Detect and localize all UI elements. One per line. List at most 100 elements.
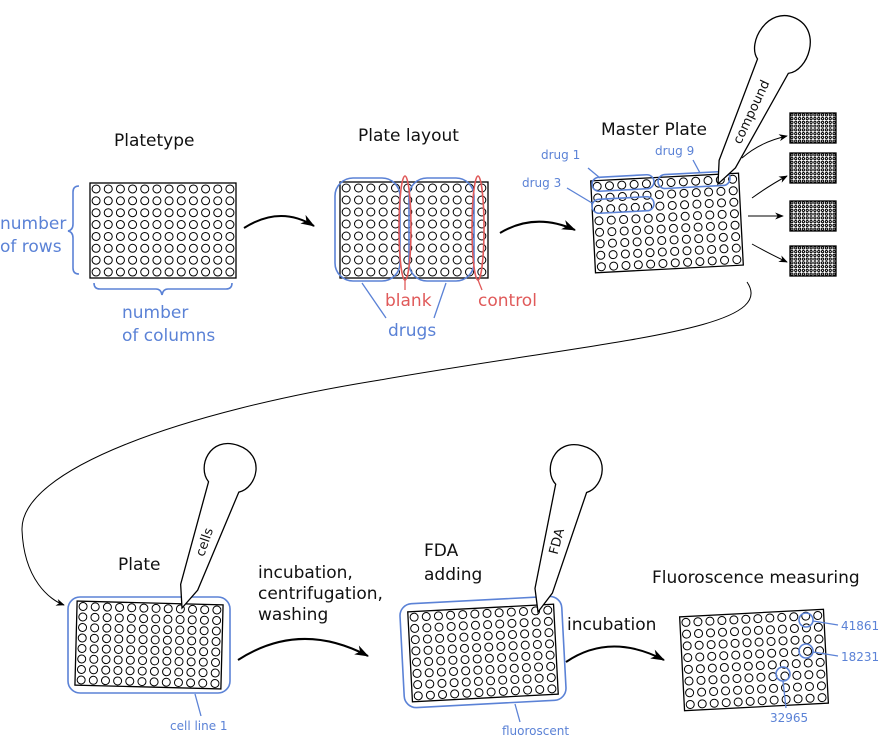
well	[794, 179, 798, 183]
well	[832, 179, 836, 183]
flow-arrow-1	[243, 214, 315, 229]
well	[410, 635, 420, 645]
well	[797, 272, 802, 276]
well	[790, 175, 794, 179]
well	[90, 623, 100, 633]
well	[77, 654, 87, 664]
well	[817, 113, 821, 117]
well	[832, 272, 836, 276]
well	[828, 216, 832, 220]
well	[824, 227, 829, 231]
well	[607, 238, 617, 248]
well	[696, 675, 706, 685]
well	[828, 132, 832, 136]
well	[813, 208, 817, 212]
well	[486, 687, 496, 697]
well	[745, 685, 755, 695]
well	[797, 168, 802, 172]
well	[655, 201, 665, 211]
cell-line-leader	[194, 693, 202, 717]
well	[201, 243, 211, 253]
well	[188, 220, 198, 230]
well	[817, 175, 821, 179]
well	[809, 124, 813, 128]
split-arrow-2	[751, 175, 788, 199]
well	[472, 654, 482, 664]
well	[813, 201, 817, 205]
well	[186, 646, 196, 656]
well	[149, 666, 159, 676]
well	[820, 265, 825, 269]
well	[824, 132, 829, 136]
well	[113, 676, 123, 686]
well	[790, 257, 794, 261]
well	[797, 124, 802, 128]
well	[521, 663, 531, 673]
well	[428, 219, 437, 229]
well	[210, 668, 220, 678]
well	[805, 220, 809, 224]
well	[128, 196, 138, 206]
well	[743, 661, 753, 671]
step-wash-line3: washing	[258, 605, 328, 625]
well	[832, 227, 836, 231]
well	[824, 120, 829, 124]
well	[817, 168, 821, 172]
well	[805, 113, 809, 117]
well	[805, 268, 809, 272]
well	[138, 624, 148, 634]
well	[644, 225, 654, 235]
well	[805, 179, 809, 183]
well	[152, 184, 162, 194]
well	[790, 205, 794, 209]
well	[366, 243, 376, 253]
well	[794, 227, 798, 231]
well	[828, 212, 832, 216]
well	[680, 200, 690, 210]
well	[91, 243, 101, 253]
cells-pipette: cells	[179, 442, 257, 610]
well	[162, 635, 172, 645]
well	[805, 208, 809, 212]
well	[694, 640, 704, 650]
well	[437, 678, 447, 688]
well	[791, 659, 801, 669]
well	[817, 128, 821, 132]
well	[544, 628, 554, 638]
well	[790, 124, 794, 128]
well	[413, 680, 423, 690]
well	[200, 605, 210, 615]
well	[745, 696, 755, 706]
well	[801, 135, 806, 139]
plate-fluorescence	[678, 608, 830, 712]
well	[128, 208, 138, 218]
well	[828, 257, 832, 261]
well	[797, 201, 802, 205]
well	[378, 183, 388, 193]
well	[817, 265, 821, 269]
well	[797, 132, 802, 136]
well	[817, 135, 821, 139]
well	[769, 695, 779, 705]
well	[757, 684, 767, 694]
well	[794, 117, 798, 121]
cells-outline	[67, 596, 231, 694]
well	[717, 209, 727, 219]
well	[809, 272, 813, 276]
well	[679, 188, 689, 198]
well	[797, 179, 802, 183]
well	[805, 253, 809, 257]
well	[448, 655, 458, 665]
well	[521, 651, 531, 661]
well	[817, 132, 821, 136]
well	[459, 632, 469, 642]
well	[790, 172, 794, 176]
well	[461, 666, 471, 676]
well	[824, 164, 829, 168]
well	[656, 213, 666, 223]
well	[115, 208, 125, 218]
well	[452, 195, 462, 205]
well	[817, 205, 821, 209]
well	[801, 132, 806, 136]
well	[534, 673, 544, 683]
